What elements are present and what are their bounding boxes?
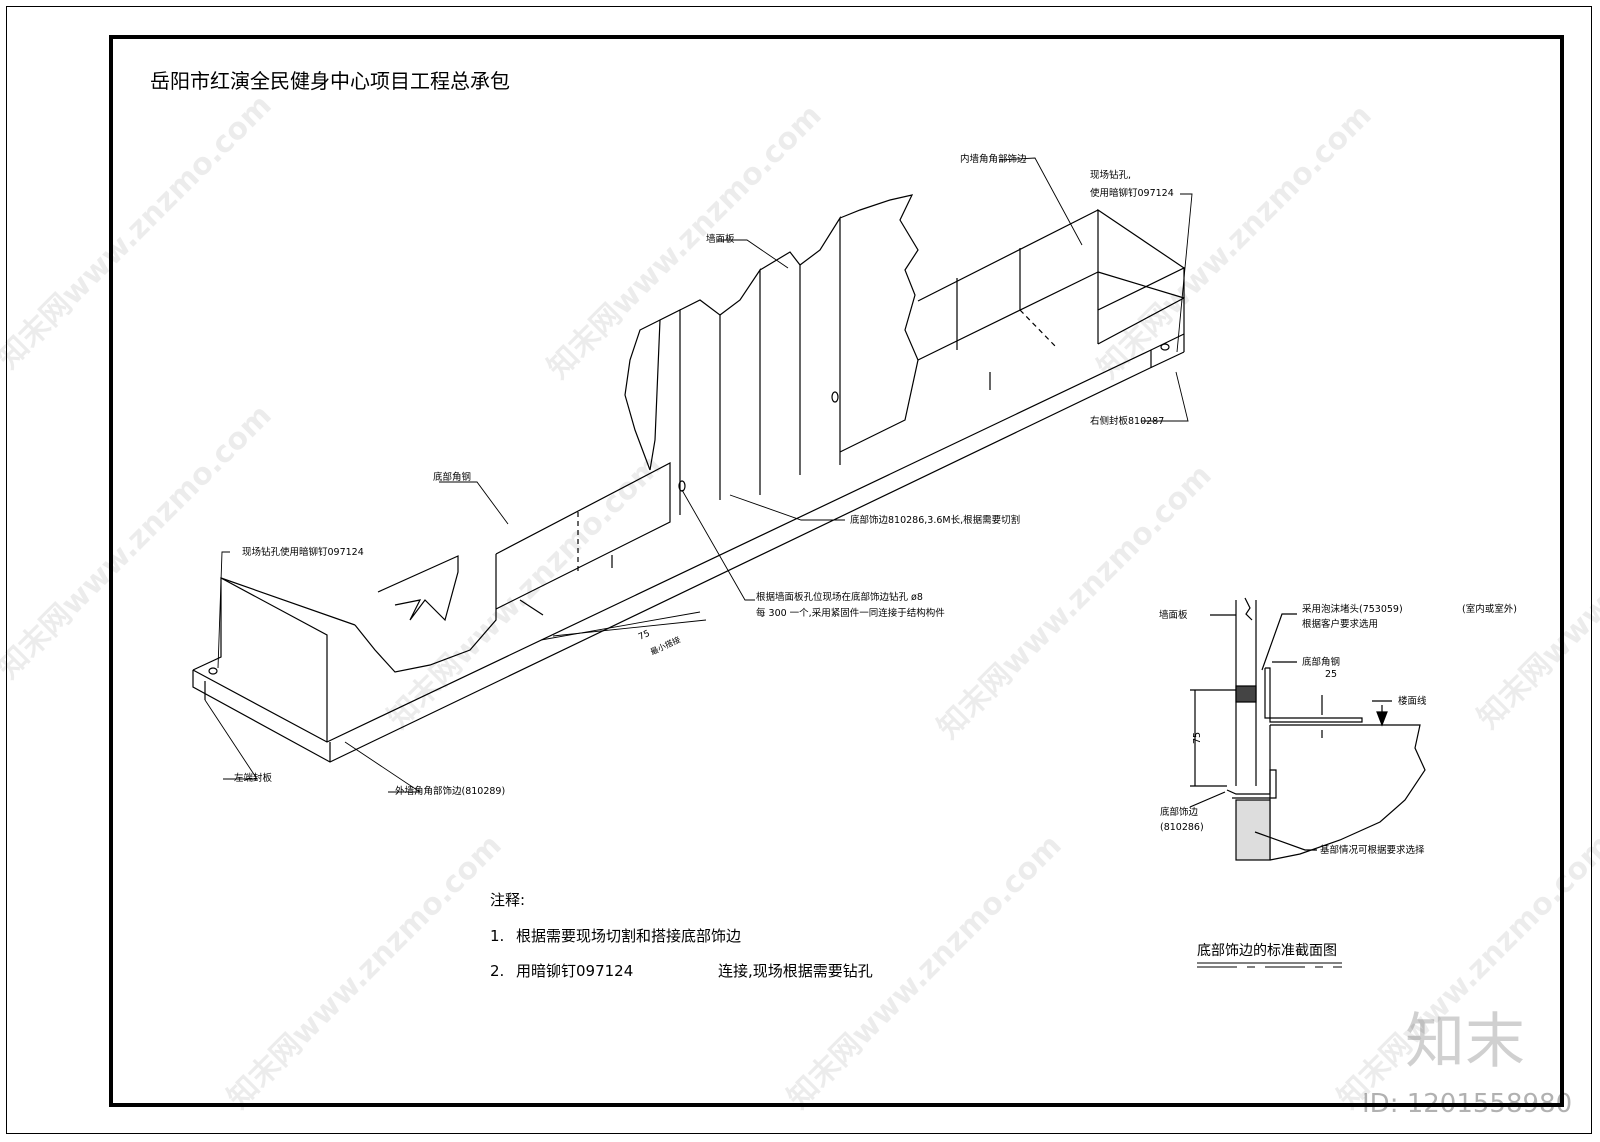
- note-2-tail: 连接,现场根据需要钻孔: [718, 962, 873, 980]
- sec-base-note: 基部情况可根据要求选择: [1320, 844, 1425, 856]
- watermark-text: 知末网www.znzmo.com: [541, 98, 829, 386]
- sheet-border: [6, 6, 1592, 1134]
- drawing-frame: [109, 35, 1564, 1107]
- project-title: 岳阳市红演全民健身中心项目工程总承包: [150, 69, 510, 93]
- label-min-overlap: 最小搭接: [649, 634, 682, 657]
- label-drill-left: 现场钻孔使用暗铆钉097124: [242, 546, 364, 558]
- isometric-view: [192, 194, 1185, 763]
- notes-heading: 注释:: [490, 891, 525, 909]
- label-right-cap: 右侧封板810287: [1090, 415, 1164, 427]
- label-drill-right-1: 现场钻孔,: [1090, 169, 1131, 181]
- iso-labels: 内墙角角部饰边 现场钻孔, 使用暗铆钉097124 墙面板 右侧封板810287…: [234, 153, 1174, 797]
- sec-bottom-angle: 底部角钢: [1302, 656, 1340, 668]
- label-wall-panel: 墙面板: [706, 233, 735, 245]
- note-2-text: 用暗铆钉097124: [516, 962, 633, 980]
- watermark-text: 知末网www.znzmo.com: [381, 448, 669, 736]
- note-1-text: 根据需要现场切割和搭接底部饰边: [516, 927, 741, 945]
- watermark-text: 知末网www.znzmo.com: [1091, 98, 1379, 386]
- id-watermark: ID: 1201558980: [1362, 1089, 1572, 1119]
- notes: 注释: 1. 根据需要现场切割和搭接底部饰边 2. 用暗铆钉097124 连接,…: [490, 891, 873, 980]
- sec-floor-line: 楼面线: [1398, 695, 1427, 707]
- label-bottom-trim: 底部饰边810286,3.6M长,根据需要切割: [850, 514, 1020, 526]
- label-dim-75: 75: [637, 629, 652, 643]
- label-hole-note-2: 每 300 一个,采用紧固件一同连接于结构构件: [756, 607, 945, 619]
- leaders: [204, 157, 1193, 793]
- watermark-text: 知末网www.znzmo.com: [0, 88, 279, 376]
- watermark-text: 知末网www.znzmo.com: [1471, 448, 1600, 736]
- note-1-num: 1.: [490, 927, 504, 945]
- sec-room-side: (室内或室外): [1462, 603, 1517, 615]
- sec-wall-panel: 墙面板: [1159, 609, 1188, 621]
- sec-foam-2: 根据客户要求选用: [1302, 618, 1378, 630]
- base-trim-top-edge: [192, 333, 1185, 743]
- label-bottom-angle: 底部角钢: [433, 471, 471, 483]
- watermark-text: 知末网www.znzmo.com: [931, 458, 1219, 746]
- note-2-num: 2.: [490, 962, 504, 980]
- watermark-text: 知末网www.znzmo.com: [0, 398, 279, 686]
- sec-dim-25: 25: [1325, 669, 1337, 680]
- section-labels: 墙面板 采用泡沫堵头(753059) 根据客户要求选用 (室内或室外) 底部角钢…: [1159, 603, 1517, 856]
- label-left-cap: 左端封板: [234, 772, 273, 784]
- label-outer-corner: 外墙角角部饰边(810289): [395, 785, 505, 797]
- brand-watermark: 知末: [1405, 1007, 1525, 1077]
- outer-corner-trim: [192, 576, 328, 742]
- watermark-text: 知末网www.znzmo.com: [221, 828, 509, 1116]
- label-inner-corner: 内墙角角部饰边: [960, 153, 1027, 165]
- sec-dim-75: 75: [1192, 732, 1203, 744]
- section-view: [1189, 597, 1426, 861]
- label-drill-right-2: 使用暗铆钉097124: [1090, 187, 1174, 199]
- sec-foam-1: 采用泡沫堵头(753059): [1302, 603, 1403, 615]
- sec-trim-2: (810286): [1160, 822, 1204, 833]
- label-hole-note-1: 根据墙面板孔位现场在底部饰边钻孔 ø8: [756, 591, 923, 603]
- section-title: 底部饰边的标准截面图: [1197, 943, 1337, 959]
- sec-trim-1: 底部饰边: [1160, 806, 1199, 818]
